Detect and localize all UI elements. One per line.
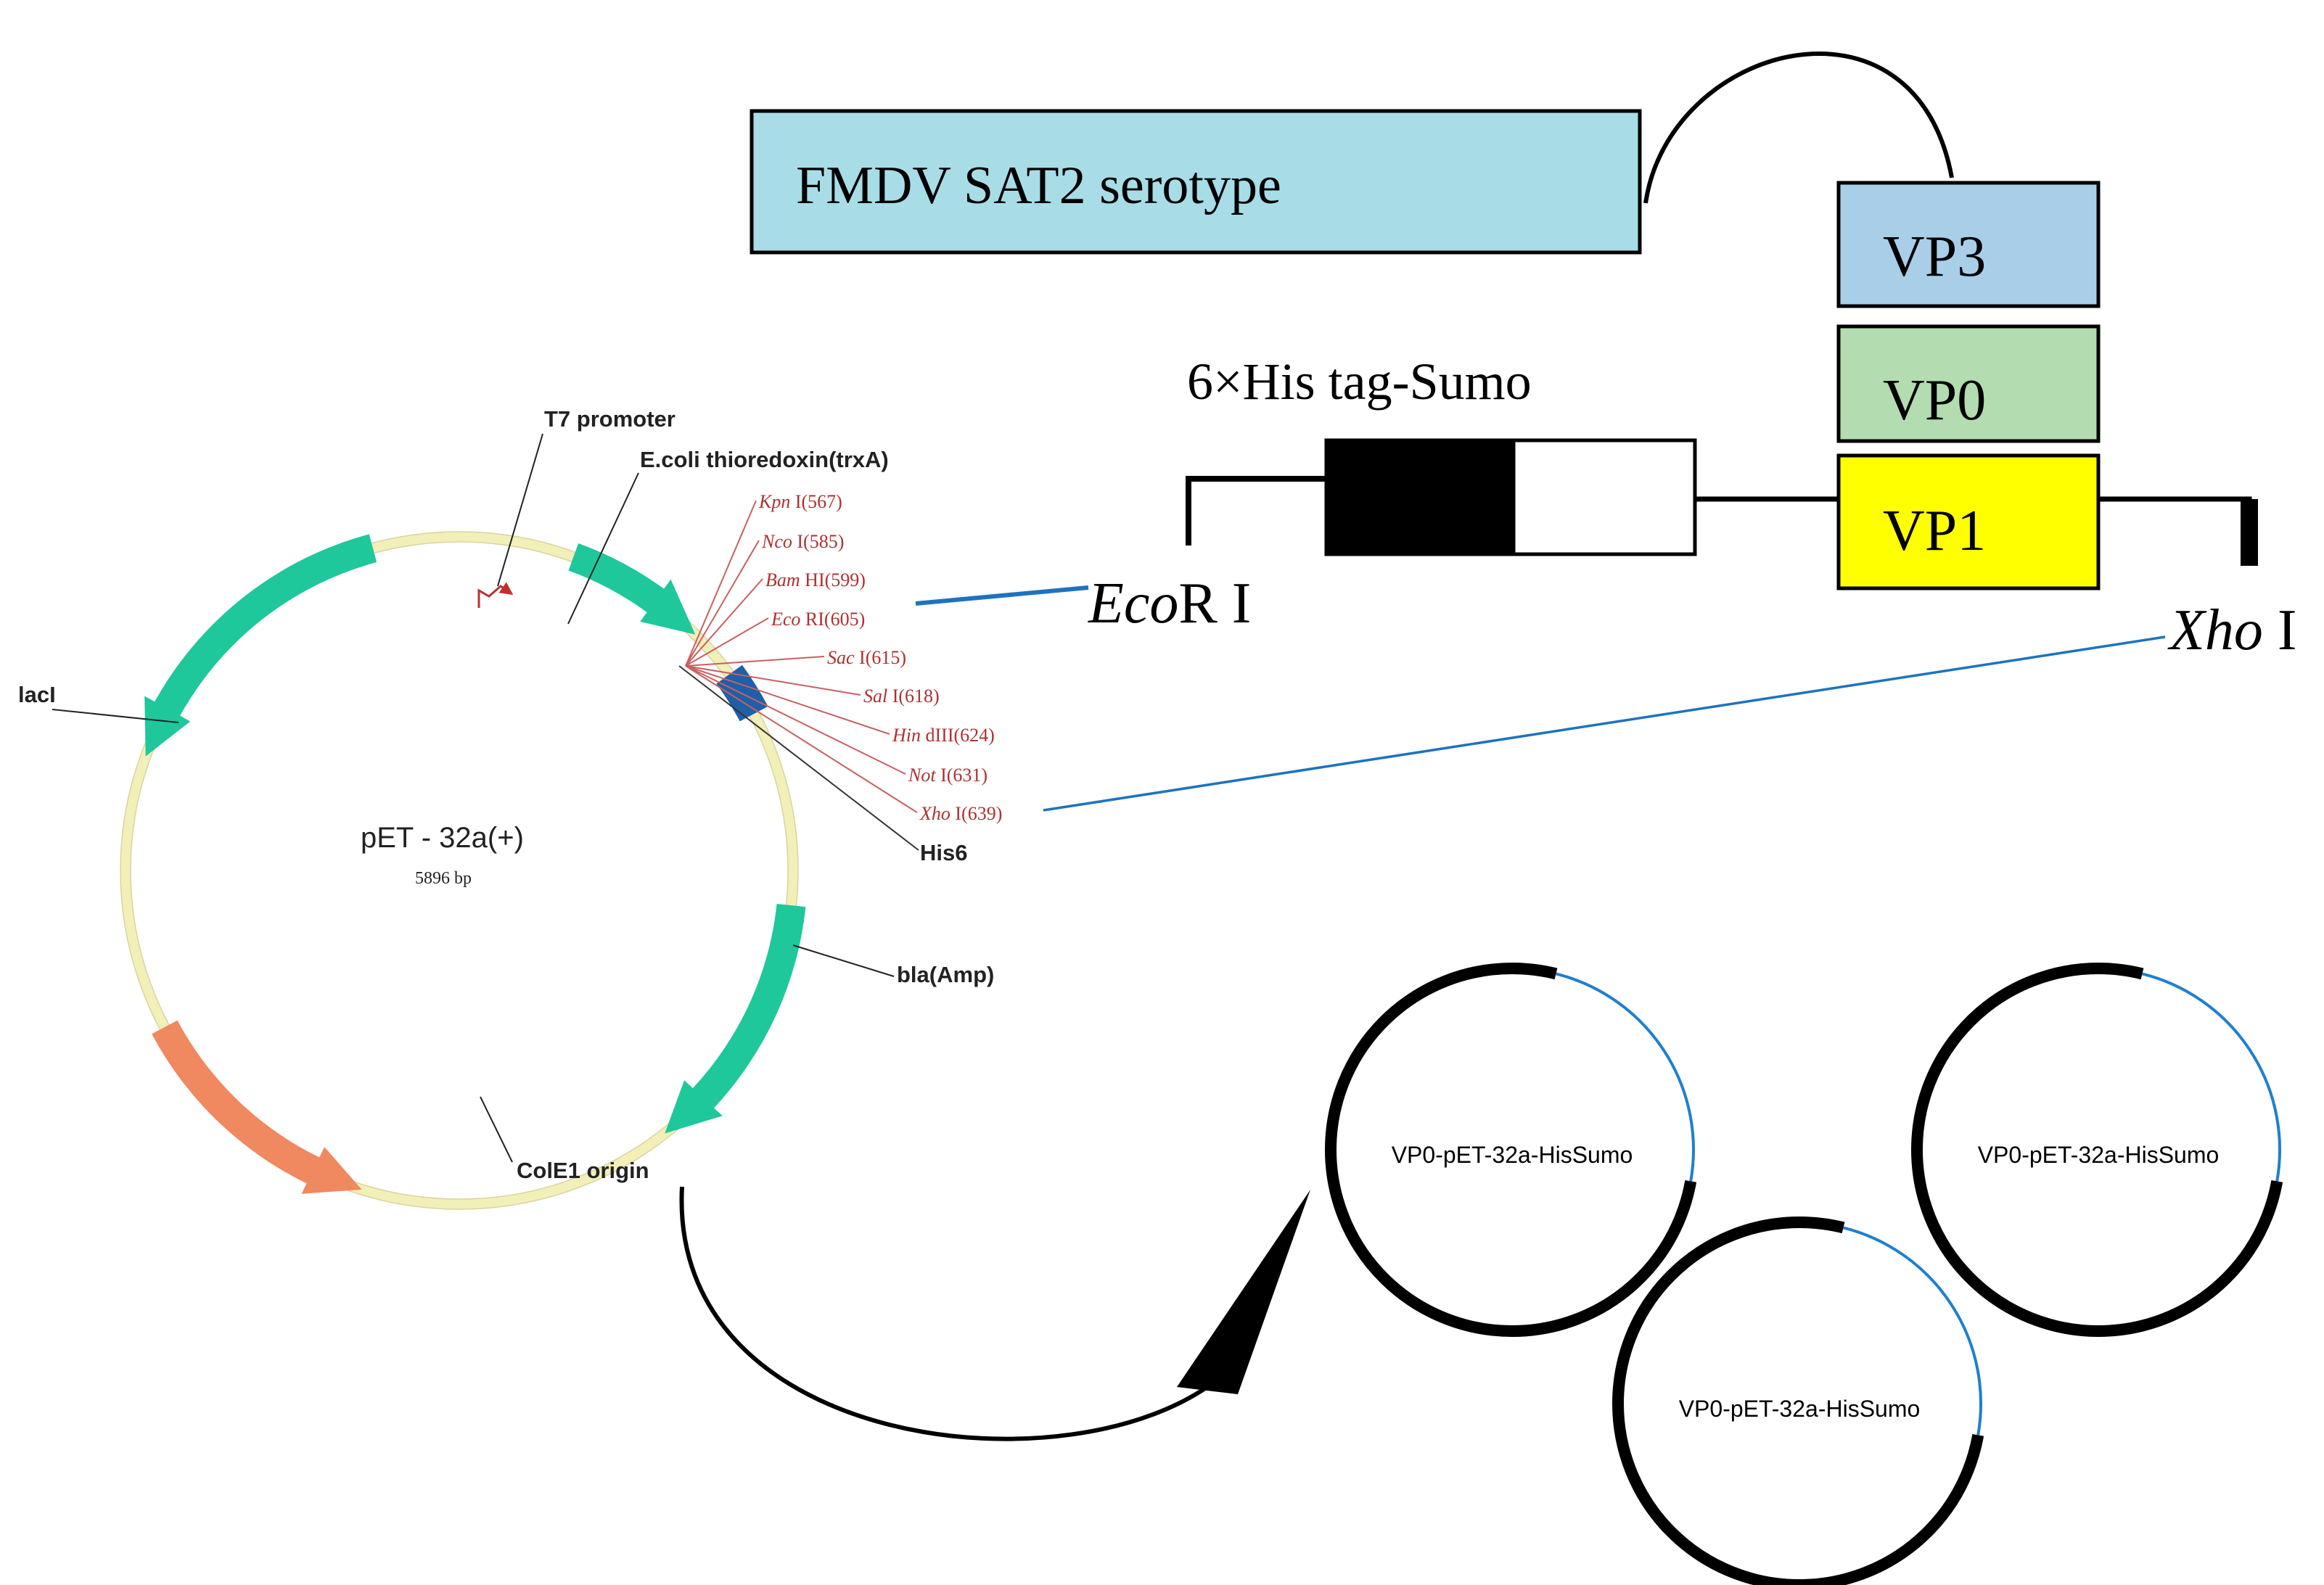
xhoi-connector	[1043, 635, 2166, 812]
vp1-box	[1836, 453, 2101, 590]
bla-label: bla(Amp)	[897, 962, 994, 987]
restriction-site-label: Sac I(615)	[827, 647, 906, 668]
cloned-insert-arc	[1842, 1226, 1982, 1436]
construct-line-right	[2098, 496, 2252, 566]
laci-leader	[52, 709, 179, 723]
vp1-label: VP1	[1883, 499, 1986, 563]
trxa-leader	[567, 472, 639, 625]
ecori-site-label: EcoR I	[1088, 572, 1251, 635]
restriction-site-line	[685, 540, 760, 667]
restriction-site-label: Hin dIII(624)	[892, 725, 995, 746]
vp3-box	[1836, 181, 2101, 308]
vp0-label: VP0	[1883, 369, 1986, 432]
recombinant-plasmid-label: VP0-pET-32a-HisSumo	[1392, 1142, 1633, 1168]
laci-label: lacI	[18, 682, 56, 707]
restriction-site-label: Bam HI(599)	[765, 569, 866, 590]
his-tag-block	[1324, 438, 1516, 556]
restriction-site-label: Nco I(585)	[761, 531, 844, 552]
cloned-insert-arc	[1555, 972, 1695, 1182]
restriction-site-line	[685, 656, 825, 667]
bla-arrow	[665, 903, 806, 1134]
serotype-to-vp3-connector	[1643, 51, 1954, 204]
laci-arrow	[144, 534, 377, 757]
restriction-site-line	[685, 665, 918, 813]
restriction-site-label: Kpn I(567)	[758, 491, 842, 512]
cole1-origin-arrow	[152, 1020, 362, 1194]
vector-size: 5896 bp	[415, 869, 472, 888]
restriction-site-line	[685, 665, 906, 775]
ecori-connector	[915, 585, 1089, 606]
t7-promoter-label: T7 promoter	[544, 406, 676, 432]
recombinant-plasmid-label: VP0-pET-32a-HisSumo	[1679, 1396, 1921, 1422]
vector-name: pET - 32a(+)	[361, 822, 524, 854]
his-sumo-tag-label: 6×His tag-Sumo	[1187, 353, 1532, 411]
restriction-site-label: Sal I(618)	[863, 686, 940, 707]
trxa-label: E.coli thioredoxin(trxA)	[640, 447, 889, 472]
xhoi-end-cap	[2241, 499, 2258, 566]
xhoi-site-label: Xho I	[2167, 598, 2297, 662]
trxa-arrow	[568, 543, 696, 635]
his6-label: His6	[920, 840, 967, 865]
vp3-label: VP3	[1883, 225, 1986, 289]
vector-to-product-arrowhead	[1177, 1190, 1310, 1394]
serotype-label: FMDV SAT2 serotype	[796, 156, 1281, 215]
plasmid-backbone-outer	[120, 531, 799, 1210]
vector-to-product-curve	[679, 1186, 1220, 1441]
t7-leader	[497, 433, 543, 587]
restriction-site-line	[685, 578, 763, 667]
vp0-box	[1836, 324, 2101, 443]
restriction-site-line	[685, 665, 861, 696]
restriction-site-line	[685, 665, 890, 735]
restriction-site-label: Eco RI(605)	[771, 609, 865, 630]
serotype-box	[750, 109, 1642, 255]
cole1-leader	[480, 1096, 513, 1163]
his6-leader	[678, 665, 919, 851]
construct-line-left	[1186, 476, 1326, 546]
recombinant-plasmid-label: VP0-pET-32a-HisSumo	[1978, 1142, 2220, 1168]
cloned-insert-arc	[2141, 972, 2281, 1182]
cole1-label: ColE1 origin	[517, 1158, 649, 1183]
bla-leader	[792, 944, 895, 977]
vector-map	[120, 531, 806, 1210]
restriction-site-line	[685, 500, 757, 667]
plasmid-backbone-inner	[130, 541, 789, 1200]
restriction-site-label: Xho I(639)	[919, 803, 1002, 824]
restriction-site-label: Not I(631)	[908, 765, 988, 786]
t7-promoter-arrow	[477, 582, 514, 608]
sumo-block	[1511, 438, 1697, 556]
restriction-site-line	[685, 617, 769, 667]
plasmid-backbone	[120, 532, 798, 1209]
